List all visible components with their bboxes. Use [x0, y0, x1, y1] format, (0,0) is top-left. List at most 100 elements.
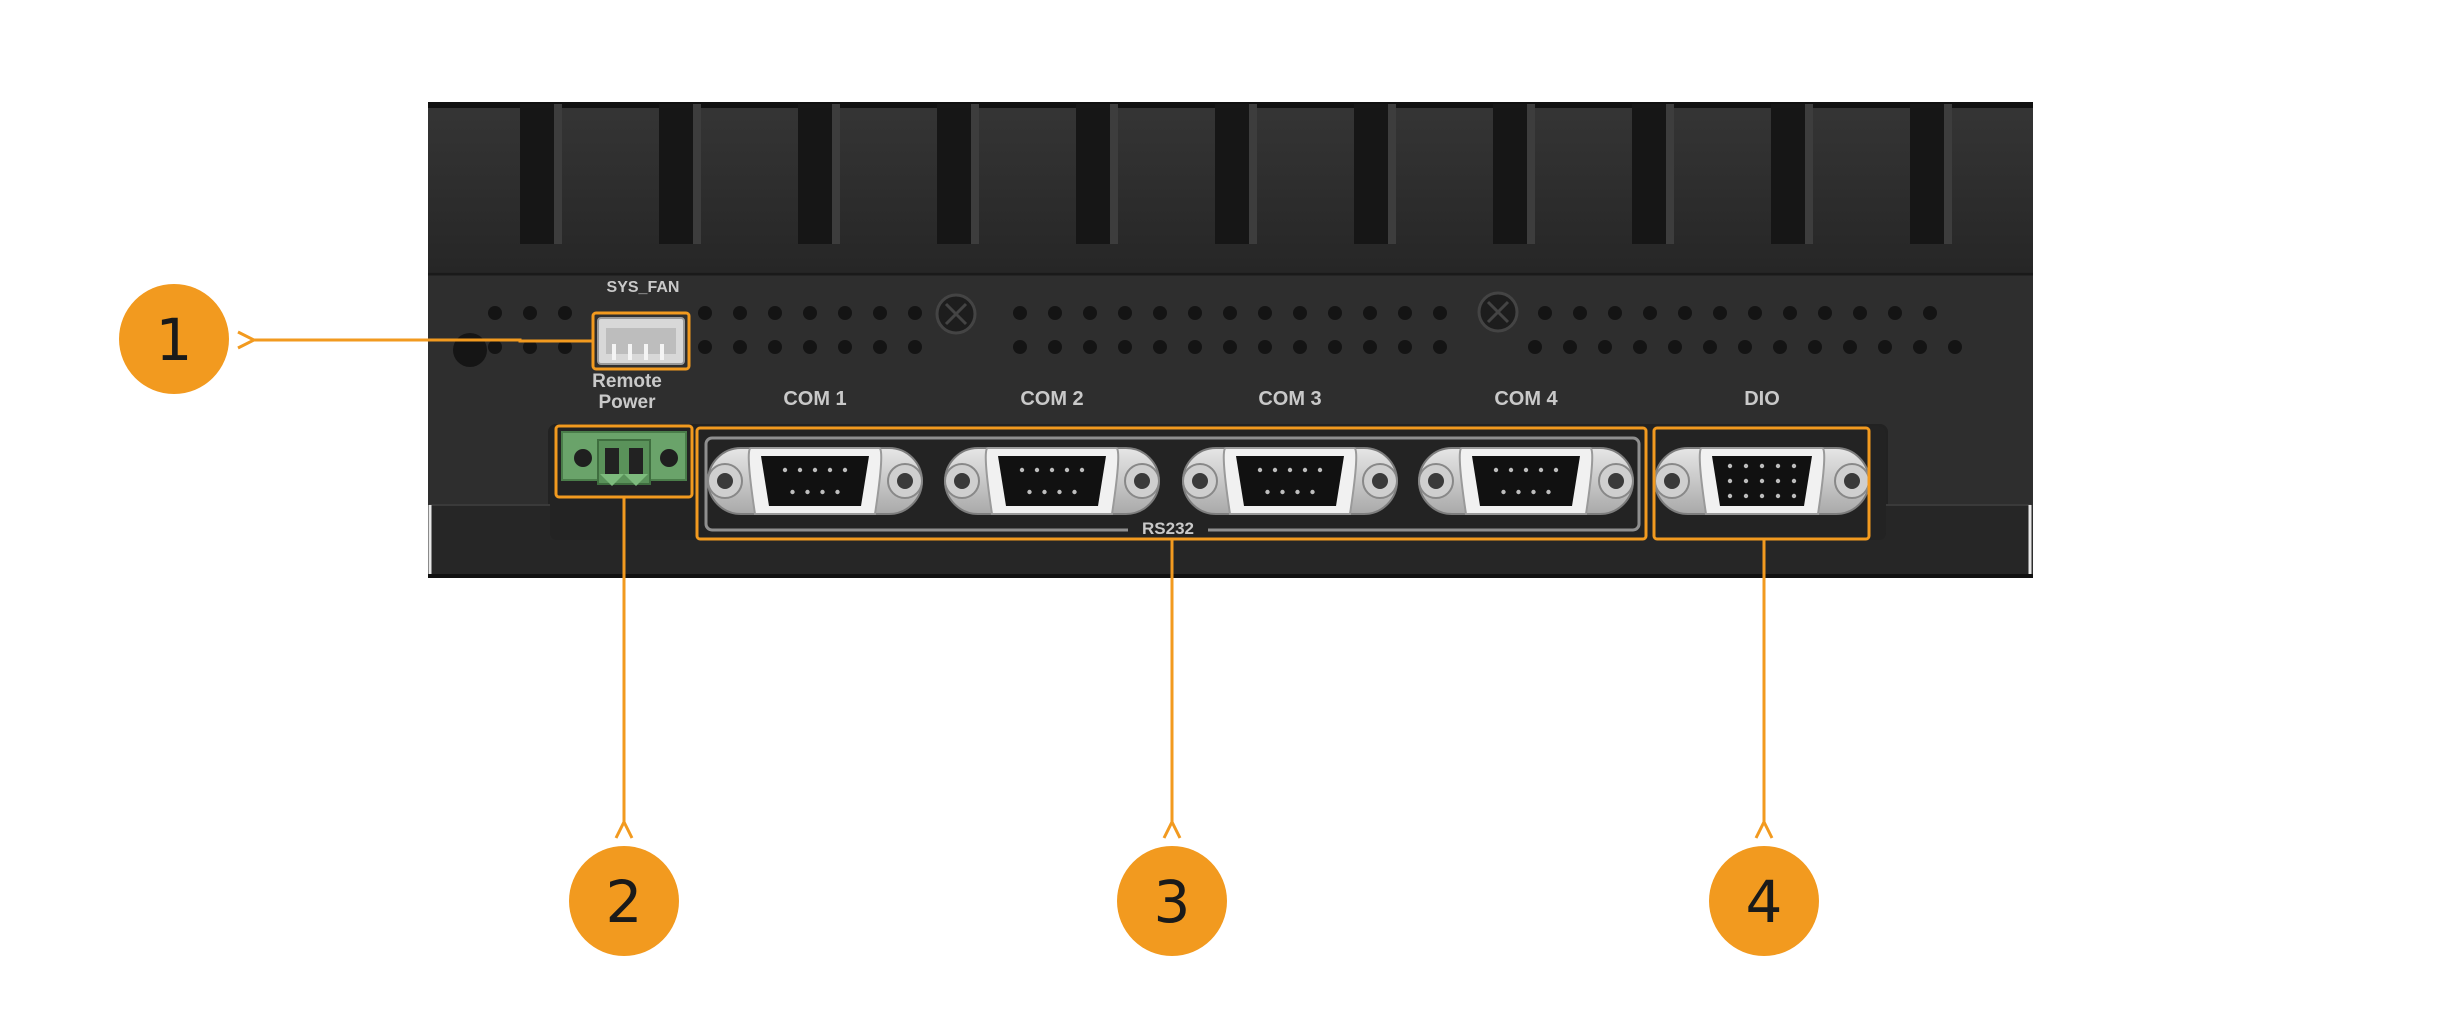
vent-hole: [1783, 306, 1797, 320]
heatsink-fin-edge: [1110, 104, 1118, 244]
heatsink-fin-edge: [832, 104, 840, 244]
connector-pin: [797, 467, 803, 473]
jack-screw-hole: [897, 473, 913, 489]
com4-port-insert: [1472, 456, 1580, 506]
sys-fan-connector: SYS_FAN: [597, 279, 685, 365]
com1-port-insert: [761, 456, 869, 506]
vent-hole: [1013, 306, 1027, 320]
connector-pin: [1516, 489, 1521, 495]
vent-hole: [1328, 340, 1342, 354]
leader-1: [254, 340, 593, 341]
vent-hole: [1528, 340, 1542, 354]
heatsink-fins: [520, 104, 1952, 244]
highlight-dio: [1652, 426, 1871, 541]
callout-2: 2: [569, 846, 679, 956]
vent-hole: [1083, 306, 1097, 320]
connector-pin: [1034, 467, 1040, 473]
vent-hole: [1948, 340, 1962, 354]
heatsink-fin: [659, 104, 693, 244]
connector-pin: [1280, 489, 1285, 495]
vent-hole: [523, 340, 537, 354]
vent-hole: [1563, 340, 1577, 354]
heatsink-fin: [1354, 104, 1388, 244]
connector-pin: [1743, 493, 1749, 499]
vent-hole: [1188, 340, 1202, 354]
jack-screw-hole: [1608, 473, 1624, 489]
callout-4-number: 4: [1746, 868, 1783, 936]
rs232-label: RS232: [1142, 519, 1194, 538]
connector-pin: [1791, 478, 1797, 484]
connector-pin: [1072, 489, 1077, 495]
vent-hole: [1328, 306, 1342, 320]
jack-screw-hole: [954, 473, 970, 489]
connector-pin: [1317, 467, 1323, 473]
panel-screw-right: [1477, 291, 1519, 333]
panel-screw-left: [935, 293, 977, 335]
connector-pin: [1759, 478, 1765, 484]
vent-hole: [1048, 306, 1062, 320]
com1-label: COM 1: [783, 388, 846, 410]
connector-pin: [1546, 489, 1551, 495]
connector-pin: [820, 489, 825, 495]
vent-hole: [1153, 340, 1167, 354]
connector-pin: [1791, 463, 1797, 469]
connector-pin: [1272, 467, 1278, 473]
remote-power-label-line1: Remote: [592, 371, 662, 392]
vent-hole: [1223, 340, 1237, 354]
vent-hole: [698, 340, 712, 354]
connector-pin: [1019, 467, 1025, 473]
heatsink-fin-edge: [1249, 104, 1257, 244]
fan-pin: [644, 344, 648, 360]
vent-hole: [768, 306, 782, 320]
vent-hole: [838, 340, 852, 354]
vent-hole: [558, 306, 572, 320]
connector-pin: [1531, 489, 1536, 495]
heatsink-fin-edge: [971, 104, 979, 244]
connector-pin: [790, 489, 795, 495]
vent-hole: [803, 306, 817, 320]
vent-hole: [803, 340, 817, 354]
vent-hole: [908, 340, 922, 354]
heatsink-fin-edge: [554, 104, 562, 244]
rs232-group: RS232: [704, 436, 1641, 538]
vent-hole: [1293, 306, 1307, 320]
com2-label: COM 2: [1020, 388, 1083, 410]
vent-hole: [488, 306, 502, 320]
vent-hole: [1608, 306, 1622, 320]
fan-pin: [612, 344, 616, 360]
callout-4: 4: [1709, 846, 1819, 956]
connector-pin: [1759, 463, 1765, 469]
jack-screw-hole: [1372, 473, 1388, 489]
connector-pin: [1265, 489, 1270, 495]
leader-lines: [254, 340, 1764, 822]
vent-hole: [908, 306, 922, 320]
heatsink-fin: [520, 104, 554, 244]
connector-pin: [1523, 467, 1529, 473]
connector-pin: [805, 489, 810, 495]
com2-port: [944, 447, 1160, 515]
com3-port: [1182, 447, 1398, 515]
callout-1: 1: [119, 284, 229, 394]
connector-pin: [1493, 467, 1499, 473]
connector-pin: [782, 467, 788, 473]
connector-pin: [1759, 493, 1765, 499]
vent-hole: [1703, 340, 1717, 354]
connector-pin: [1049, 467, 1055, 473]
heatsink-fin: [1771, 104, 1805, 244]
connector-pin: [1743, 478, 1749, 484]
vent-hole: [698, 306, 712, 320]
vent-hole: [1678, 306, 1692, 320]
vent-hole: [1433, 340, 1447, 354]
jack-screw-hole: [1134, 473, 1150, 489]
vent-hole: [1048, 340, 1062, 354]
vent-hole: [1363, 306, 1377, 320]
vent-hole: [733, 340, 747, 354]
connector-pin: [1743, 463, 1749, 469]
vent-hole: [523, 306, 537, 320]
connector-pin: [1775, 463, 1781, 469]
vent-hole: [1633, 340, 1647, 354]
vent-hole: [1153, 306, 1167, 320]
vent-hole: [1888, 306, 1902, 320]
jack-screw-hole: [717, 473, 733, 489]
